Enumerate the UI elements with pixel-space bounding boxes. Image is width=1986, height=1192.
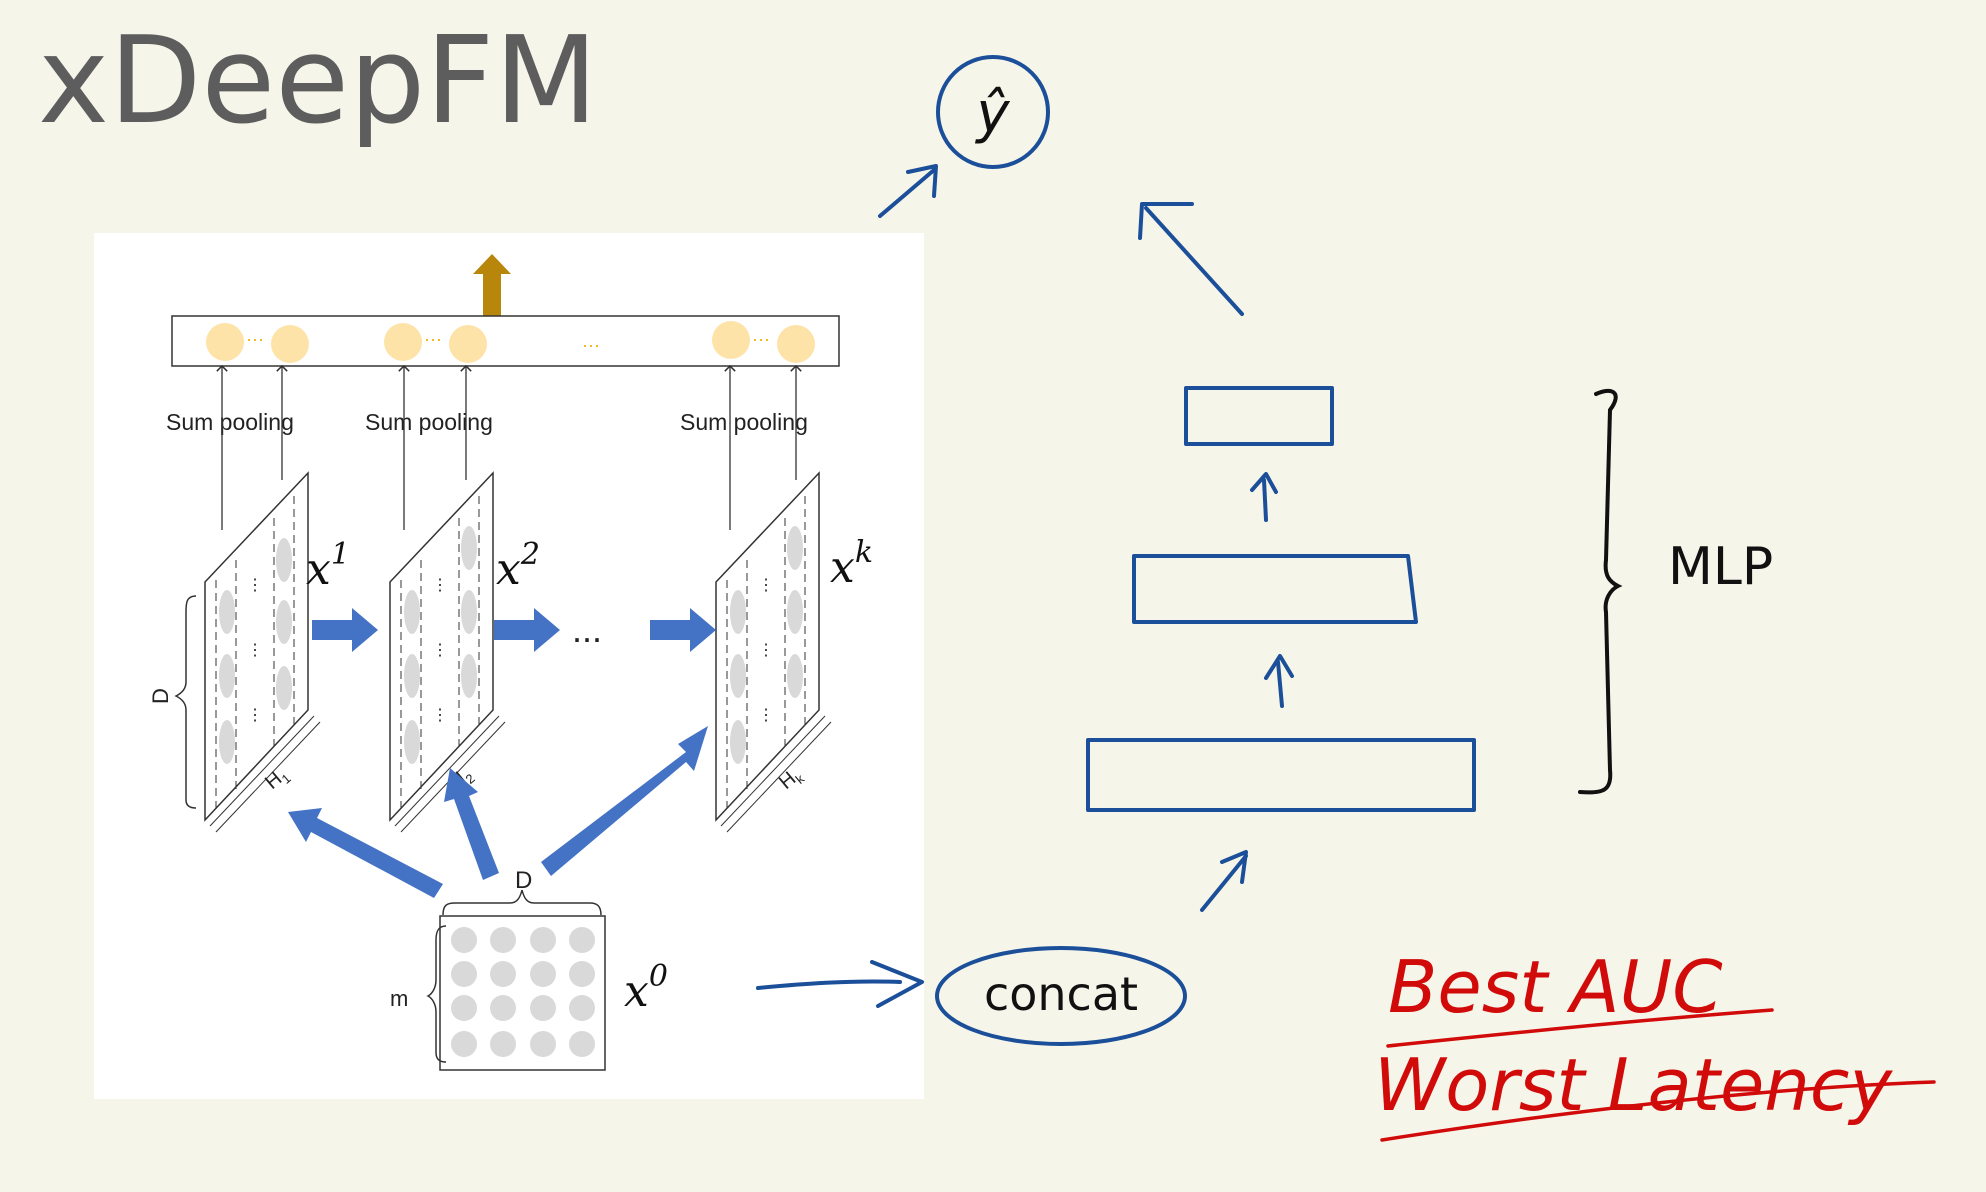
feature-map-1: ⋮ ⋮ ⋮: [204, 471, 321, 833]
svg-text:⋮: ⋮: [432, 707, 448, 724]
svg-text:⋮: ⋮: [432, 577, 448, 594]
mlp-label: MLP: [1668, 537, 1773, 597]
mlp-layer-1: [1086, 738, 1476, 812]
input-d-label: D: [515, 867, 532, 894]
cin-figure: ··· ··· ··· ··· Sum pooling Sum pooling …: [94, 233, 924, 1099]
pooling-ellipsis: ··· ··· ··· ···: [246, 329, 770, 355]
cin-ellipsis: ...: [572, 609, 602, 650]
svg-text:···: ···: [582, 335, 600, 355]
mlp-brace: [1578, 388, 1623, 795]
title-text: xDeepFM: [38, 12, 598, 151]
concat-label: concat: [984, 967, 1138, 1021]
title: xDeepFM: [38, 12, 598, 151]
svg-text:⋮: ⋮: [247, 642, 263, 659]
note-line-2: Worst Latency: [1374, 1043, 1893, 1127]
output-arrow-up: [473, 254, 511, 316]
concat-node: [935, 946, 1187, 1046]
feature-map-k: ⋮ ⋮ ⋮: [715, 471, 832, 833]
arrow-mlp-2-3: [1262, 478, 1268, 522]
svg-text:⋮: ⋮: [758, 577, 774, 594]
left-d-label: D: [148, 688, 173, 704]
svg-text:···: ···: [246, 329, 264, 349]
arrow-concat-to-mlp: [1200, 854, 1248, 912]
input-d-brace: [442, 889, 602, 916]
note-line-1: Best AUC: [1388, 945, 1723, 1029]
output-label: ŷ: [974, 81, 1010, 146]
performance-note: Best AUC Worst Latency: [1374, 945, 1936, 1142]
arrow-mlp-1-2: [1276, 660, 1284, 708]
input-label: x0: [624, 959, 668, 1017]
left-d-brace: [174, 595, 197, 809]
feature-map-2: ⋮ ⋮ ⋮: [389, 471, 506, 833]
input-m-brace: [426, 925, 447, 1063]
svg-text:⋮: ⋮: [758, 642, 774, 659]
mlp-layer-2: [1132, 554, 1418, 624]
arrow-mlp-to-output: [1144, 206, 1244, 316]
pooling-lines: [216, 364, 802, 530]
cin-horizontal-arrows: [312, 608, 716, 652]
sum-pooling-label-2: Sum pooling: [365, 409, 493, 435]
blue-sketch: [756, 55, 1476, 1046]
pooling-nodes: [206, 321, 815, 363]
svg-text:⋮: ⋮: [758, 707, 774, 724]
input-matrix-cells: [451, 927, 595, 1057]
sum-pooling-label-3: Sum pooling: [680, 409, 808, 435]
arrow-cin-to-output: [878, 168, 936, 218]
svg-text:···: ···: [752, 329, 770, 349]
svg-text:⋮: ⋮: [247, 707, 263, 724]
layer-label-k: xk: [830, 535, 873, 593]
mlp-layer-3: [1184, 386, 1334, 446]
svg-text:⋮: ⋮: [247, 577, 263, 594]
input-m-label: m: [390, 986, 408, 1011]
arrow-to-concat: [756, 979, 902, 990]
arrow-to-concat-head: [870, 960, 924, 1008]
layer-label-1: x1: [306, 537, 350, 595]
svg-text:⋮: ⋮: [432, 642, 448, 659]
layer-label-2: x2: [496, 537, 540, 595]
cin-input-arrows: [288, 726, 708, 898]
sum-pooling-label-1: Sum pooling: [166, 409, 294, 435]
svg-text:···: ···: [424, 329, 442, 349]
output-node: [936, 55, 1050, 169]
